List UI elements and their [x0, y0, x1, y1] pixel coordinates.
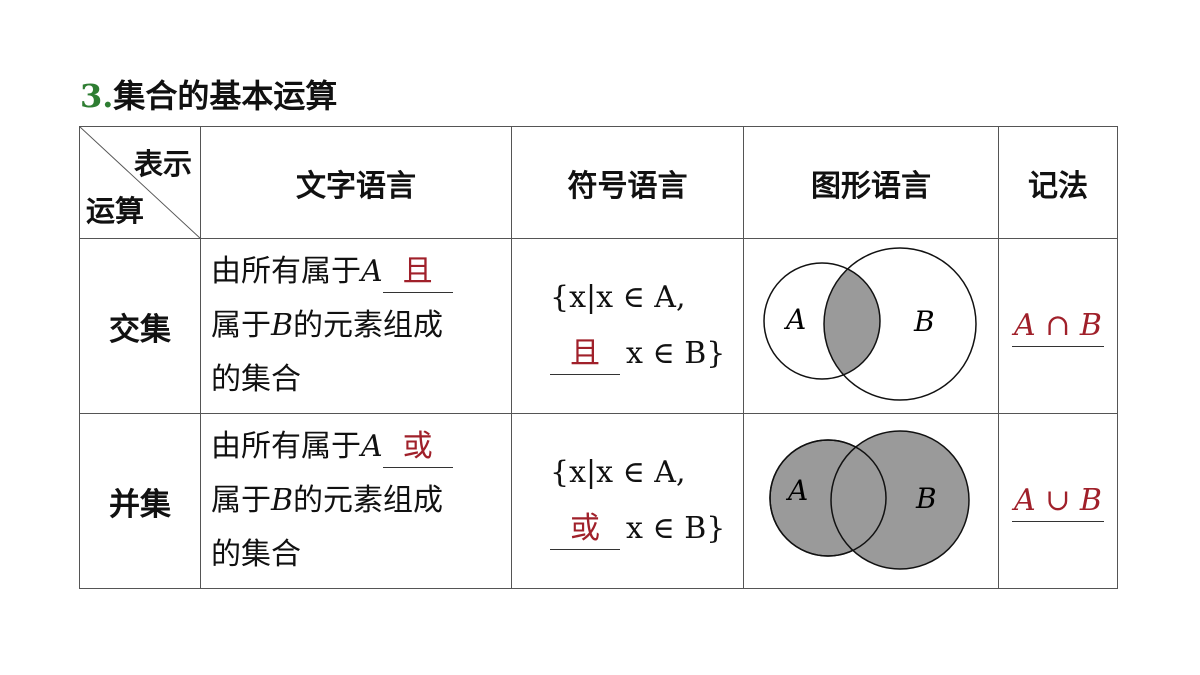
heading-title: 集合的基本运算	[113, 77, 338, 115]
circle-a	[763, 262, 881, 380]
words-text: 的集合	[211, 362, 301, 397]
venn-label-a: A	[785, 474, 808, 507]
var-a: A	[361, 429, 383, 464]
venn-label-b: B	[913, 305, 935, 338]
header-graphic: 图形语言	[743, 126, 999, 239]
header-notation: 记法	[998, 126, 1118, 239]
venn-union: A B	[743, 413, 999, 589]
venn-diagram-intersection: A B	[763, 247, 977, 401]
notation-intersection: A ∩ B	[998, 238, 1118, 414]
answer-blank: 且	[382, 252, 453, 293]
header-row: 表示 运算 文字语言 符号语言 图形语言 记法	[79, 126, 1118, 239]
words-text: 由所有属于	[211, 429, 361, 464]
diagonal-divider	[80, 127, 201, 239]
venn-label-b: B	[915, 482, 937, 515]
var-b: B	[271, 308, 294, 343]
answer-blank: 或	[550, 509, 620, 550]
circle-b	[823, 247, 977, 401]
answer-blank: 或	[382, 427, 453, 468]
row-name-intersection: 交集	[79, 238, 201, 414]
circle-a-outline	[769, 439, 887, 557]
words-text: 属于	[211, 308, 271, 343]
venn-label-a: A	[783, 303, 806, 336]
section-heading: 3.集合的基本运算	[80, 74, 337, 118]
notation-answer: A ∩ B	[1012, 306, 1104, 347]
words-text: 属于	[211, 483, 271, 518]
heading-number: 3.	[80, 77, 114, 115]
words-text: 的元素组成	[293, 483, 444, 518]
words-text: 的集合	[211, 537, 301, 572]
notation-union: A ∪ B	[998, 413, 1118, 589]
var-b: B	[271, 483, 294, 518]
row-name-union: 并集	[79, 413, 201, 589]
header-words: 文字语言	[200, 126, 512, 239]
header-symbols: 符号语言	[511, 126, 744, 239]
answer-blank: 且	[550, 334, 620, 375]
set-builder-line: {x|x ∈ A,	[550, 280, 686, 315]
circle-b	[830, 430, 970, 570]
corner-cell: 表示 运算	[79, 126, 201, 239]
words-text: 由所有属于	[211, 254, 361, 289]
set-builder-line: x ∈ B}	[626, 336, 726, 371]
words-text: 的元素组成	[293, 308, 444, 343]
corner-label-top: 表示	[133, 147, 192, 181]
venn-intersection: A B	[743, 238, 999, 414]
intersection-region	[824, 263, 880, 379]
var-a: A	[361, 254, 383, 289]
venn-diagram-union: A B	[769, 430, 970, 570]
set-builder-line: x ∈ B}	[626, 511, 726, 546]
set-builder-line: {x|x ∈ A,	[550, 455, 686, 490]
corner-label-bottom: 运算	[86, 194, 145, 228]
notation-answer: A ∪ B	[1012, 481, 1104, 522]
